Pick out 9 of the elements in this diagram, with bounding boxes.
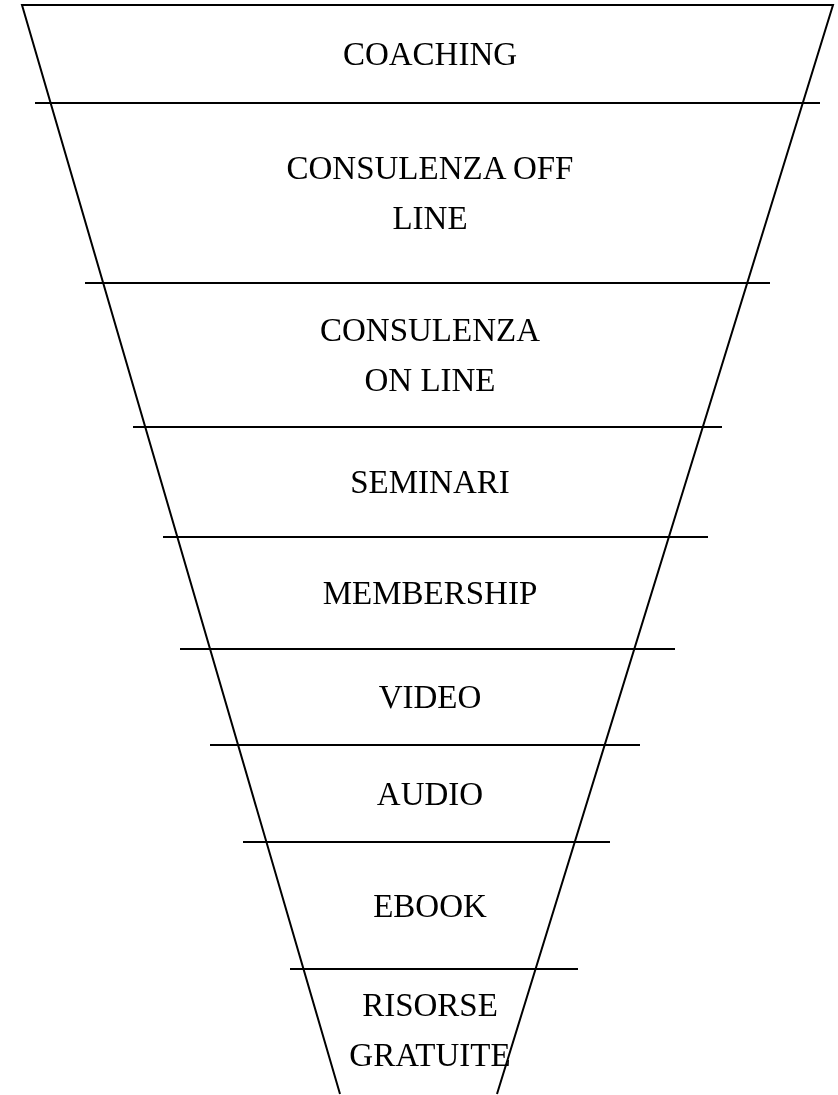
band-label: SEMINARI — [350, 463, 510, 502]
band-label: RISORSE GRATUITE — [348, 985, 512, 1075]
band-label: CONSULENZA ON LINE — [319, 311, 541, 400]
band-label: VIDEO — [378, 678, 482, 717]
band-label: EBOOK — [373, 886, 487, 926]
band-label: CONSULENZA OFF LINE — [285, 149, 575, 238]
band-label: MEMBERSHIP — [322, 574, 538, 613]
band-label: AUDIO — [376, 774, 484, 814]
band-label: COACHING — [342, 35, 518, 74]
